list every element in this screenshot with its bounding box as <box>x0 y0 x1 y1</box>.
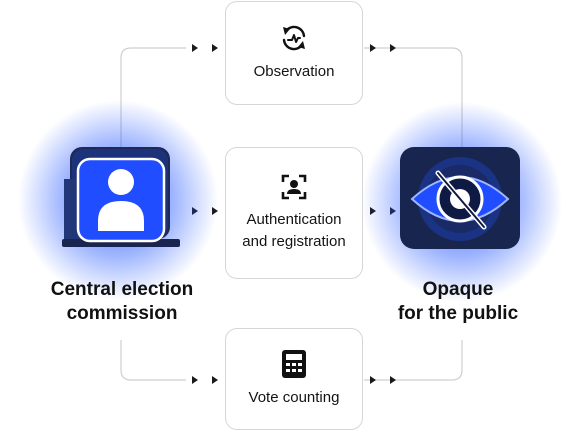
observation-label: Observation <box>253 63 335 80</box>
arrow-pair <box>192 207 218 215</box>
actor-label-line: for the public <box>397 303 519 324</box>
arrow-pair <box>370 207 396 215</box>
actor-label-line: commission <box>66 303 178 324</box>
user-laptop-icon <box>62 147 180 247</box>
central-election-commission-label: Central election commission <box>22 278 222 326</box>
observation-box: Observation <box>225 1 363 105</box>
refresh-activity-icon <box>282 25 306 51</box>
connector-line <box>120 340 186 381</box>
arrow-pair <box>370 44 396 52</box>
actor-label-line: Opaque <box>422 279 494 300</box>
registration-label: and registration <box>242 233 346 250</box>
arrow-pair <box>192 376 218 384</box>
face-scan-icon <box>281 174 307 200</box>
actor-label-line: Central election <box>50 279 194 300</box>
vote-counting-label: Vote counting <box>248 389 340 406</box>
opaque-for-public-label: Opaque for the public <box>368 278 548 326</box>
calculator-icon <box>282 350 306 378</box>
arrow-pair <box>370 376 396 384</box>
authentication-label: Authentication <box>246 211 342 228</box>
eye-slash-icon <box>400 147 520 249</box>
vote-counting-box: Vote counting <box>225 328 363 430</box>
authentication-box: Authentication and registration <box>225 147 363 279</box>
connector-line <box>364 340 463 381</box>
connector-line <box>364 47 463 148</box>
arrow-pair <box>192 44 218 52</box>
connector-line <box>120 47 186 148</box>
